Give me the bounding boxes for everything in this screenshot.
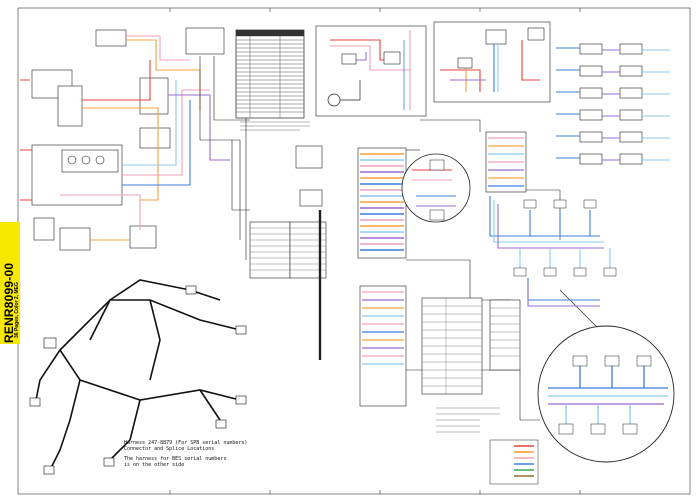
upper-left-wiring bbox=[20, 35, 250, 241]
right-branch-connectors bbox=[513, 199, 617, 277]
component-block bbox=[139, 127, 171, 149]
harness-note-line: is on the other side bbox=[124, 462, 185, 468]
component-block bbox=[33, 217, 55, 241]
harness-note: Harness 247-8879 (For SPB serial numbers… bbox=[124, 440, 247, 468]
harness-note-line: The harness for BES serial numbers bbox=[124, 456, 227, 462]
right-branch-harness bbox=[489, 196, 611, 307]
component-block bbox=[129, 225, 157, 249]
component-block bbox=[57, 85, 83, 127]
harness-layout-drawing bbox=[35, 279, 241, 471]
upper-left-components bbox=[31, 27, 225, 251]
harness-note-line: Connector and Splice Locations bbox=[124, 446, 215, 452]
component-block bbox=[95, 29, 127, 47]
wire-legend-table bbox=[235, 29, 310, 131]
document-subtitle: 36 Pages, Color 2, MEG bbox=[14, 282, 20, 338]
component-block bbox=[139, 77, 169, 115]
top-right-components bbox=[433, 21, 551, 103]
harness-connectors bbox=[29, 285, 247, 475]
harness-note-line: Harness 247-8879 (For SPB serial numbers… bbox=[124, 440, 248, 446]
top-center-wiring bbox=[315, 25, 427, 117]
document-id-banner bbox=[0, 222, 20, 344]
middle-connector-tables bbox=[249, 131, 527, 360]
right-connector-column bbox=[556, 43, 670, 165]
lower-center-tables bbox=[359, 285, 539, 485]
component-block bbox=[59, 227, 91, 251]
component-block bbox=[185, 27, 225, 55]
detail-circle-lower-right bbox=[537, 325, 675, 463]
detail-circle-middle bbox=[401, 153, 471, 223]
